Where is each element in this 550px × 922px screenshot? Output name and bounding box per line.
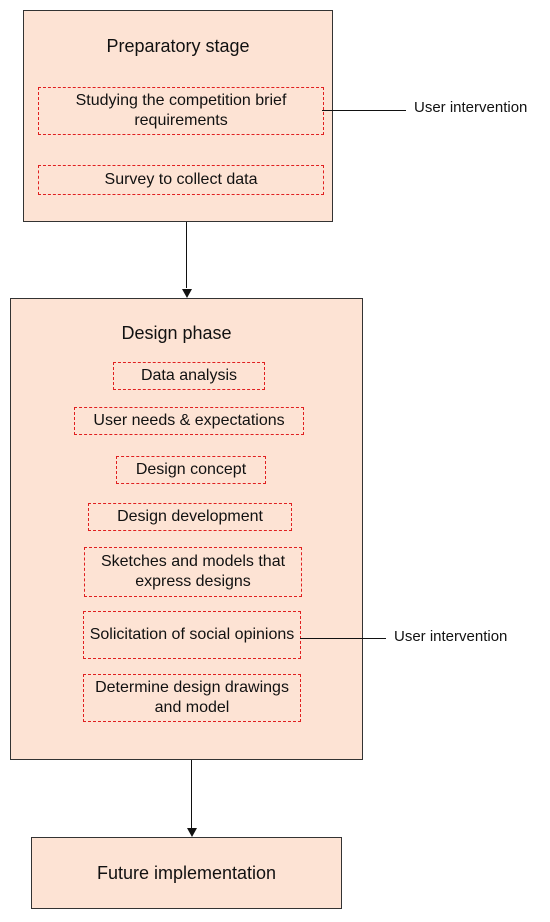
preparatory-stage-box: Preparatory stage Studying the competiti… xyxy=(23,10,333,222)
step-design-development: Design development xyxy=(88,503,292,531)
step-user-needs: User needs & expectations xyxy=(74,407,304,435)
step-data-analysis: Data analysis xyxy=(113,362,265,390)
arrow-preparatory-to-design-line xyxy=(186,222,187,288)
arrow-preparatory-to-design-head xyxy=(182,289,192,298)
design-phase-box: Design phase Data analysis User needs & … xyxy=(10,298,363,760)
step-study-brief: Studying the competition brief requireme… xyxy=(38,87,324,135)
arrow-design-to-implementation-line xyxy=(191,760,192,828)
preparatory-user-intervention-label: User intervention xyxy=(414,99,528,116)
implementation-box: Future implementation xyxy=(31,837,342,909)
step-sketches-models: Sketches and models that express designs xyxy=(84,547,302,597)
design-phase-title: Design phase xyxy=(121,323,232,343)
preparatory-intervention-connector xyxy=(322,110,406,111)
implementation-title: Future implementation xyxy=(96,862,277,883)
design-intervention-connector xyxy=(300,638,386,639)
preparatory-stage-title: Preparatory stage xyxy=(106,36,250,56)
step-social-opinions: Solicitation of social opinions xyxy=(83,611,301,659)
step-determine-drawings: Determine design drawings and model xyxy=(83,674,301,722)
step-survey: Survey to collect data xyxy=(38,165,324,195)
arrow-design-to-implementation-head xyxy=(187,828,197,837)
design-user-intervention-label: User intervention xyxy=(394,628,508,645)
step-design-concept: Design concept xyxy=(116,456,266,484)
